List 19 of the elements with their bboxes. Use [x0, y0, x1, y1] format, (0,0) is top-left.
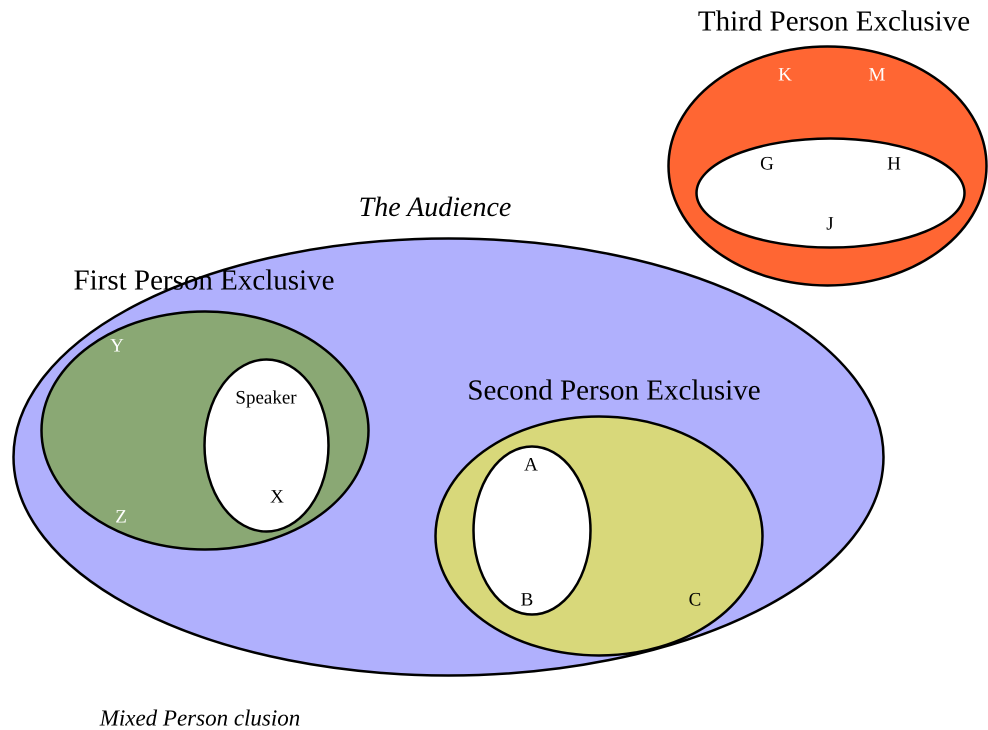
member-letter: A: [524, 456, 538, 474]
member-letter: Y: [110, 336, 124, 356]
member-letter: J: [826, 214, 834, 234]
set-title: The Audience: [358, 194, 512, 222]
set-title: Second Person Exclusive: [467, 376, 761, 406]
set-ellipse: [203, 358, 330, 533]
set-ellipse: [472, 445, 592, 616]
member-label: Speaker: [235, 388, 297, 408]
member-letter: C: [688, 590, 702, 610]
member-letter: K: [778, 66, 792, 84]
set-ellipse: [695, 137, 966, 249]
member-letter: Z: [115, 508, 127, 526]
set-title: Third Person Exclusive: [698, 8, 970, 36]
member-letter: M: [868, 66, 886, 84]
member-letter: B: [520, 590, 534, 610]
member-letter: G: [760, 154, 774, 174]
member-letter: X: [270, 488, 284, 506]
caption: Mixed Person clusion: [100, 706, 300, 730]
member-letter: H: [887, 154, 901, 174]
